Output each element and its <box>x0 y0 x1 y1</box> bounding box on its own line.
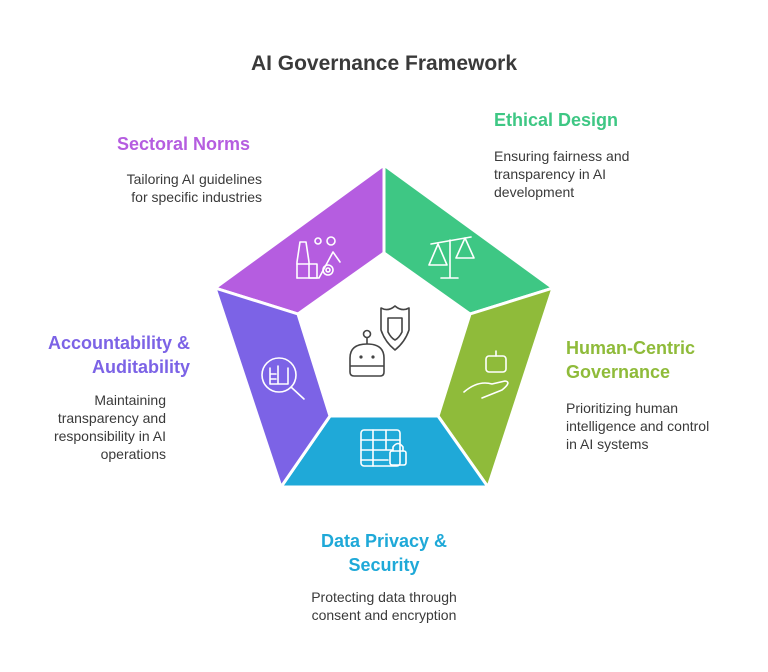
heading-line: Accountability & <box>47 333 190 353</box>
human-centric-heading: Human-Centric Governance <box>566 336 695 384</box>
desc-line: Prioritizing human <box>566 400 679 416</box>
desc-line: for specific industries <box>131 189 262 205</box>
document-search-icon <box>261 357 305 400</box>
heading-line: Auditability <box>92 357 190 377</box>
accountability-heading: Accountability & Auditability <box>48 331 190 379</box>
desc-line: transparency and <box>57 410 166 426</box>
factory-gear-icon <box>296 236 341 279</box>
robot-shield-icon <box>349 305 410 377</box>
accountability-description: Maintaining transparency and responsibil… <box>54 391 166 463</box>
human-centric-description: Prioritizing human intelligence and cont… <box>566 399 709 453</box>
ethical-design-heading: Ethical Design <box>494 110 619 130</box>
segment-accountability <box>213 286 332 489</box>
desc-line: Maintaining <box>94 392 166 408</box>
desc-line: operations <box>100 446 166 462</box>
heading-line: Data Privacy & <box>320 531 448 551</box>
desc-line: development <box>494 184 575 200</box>
desc-line: consent and encryption <box>311 607 457 623</box>
heading-line: Security <box>348 555 420 575</box>
desc-line: in AI systems <box>566 436 649 452</box>
desc-line: Ensuring fairness and <box>494 148 630 164</box>
table-lock-icon <box>360 429 407 467</box>
sectoral-norms-description: Tailoring AI guidelines for specific ind… <box>127 170 262 206</box>
heading-line: Human-Centric <box>566 338 696 358</box>
desc-line: Protecting data through <box>311 589 457 605</box>
data-privacy-heading: Data Privacy & Security <box>234 529 534 577</box>
sectoral-norms-heading: Sectoral Norms <box>116 134 250 154</box>
desc-line: transparency in AI <box>494 166 607 182</box>
ethical-design-description: Ensuring fairness and transparency in AI… <box>494 147 629 201</box>
scales-icon <box>428 236 475 279</box>
heading-line: Governance <box>566 362 671 382</box>
desc-line: Tailoring AI guidelines <box>126 171 262 187</box>
data-privacy-description: Protecting data through consent and encr… <box>234 588 534 624</box>
desc-line: responsibility in AI <box>53 428 166 444</box>
diagram-title: AI Governance Framework <box>250 52 518 75</box>
desc-line: intelligence and control <box>566 418 710 434</box>
robot-hand-icon <box>463 350 509 399</box>
